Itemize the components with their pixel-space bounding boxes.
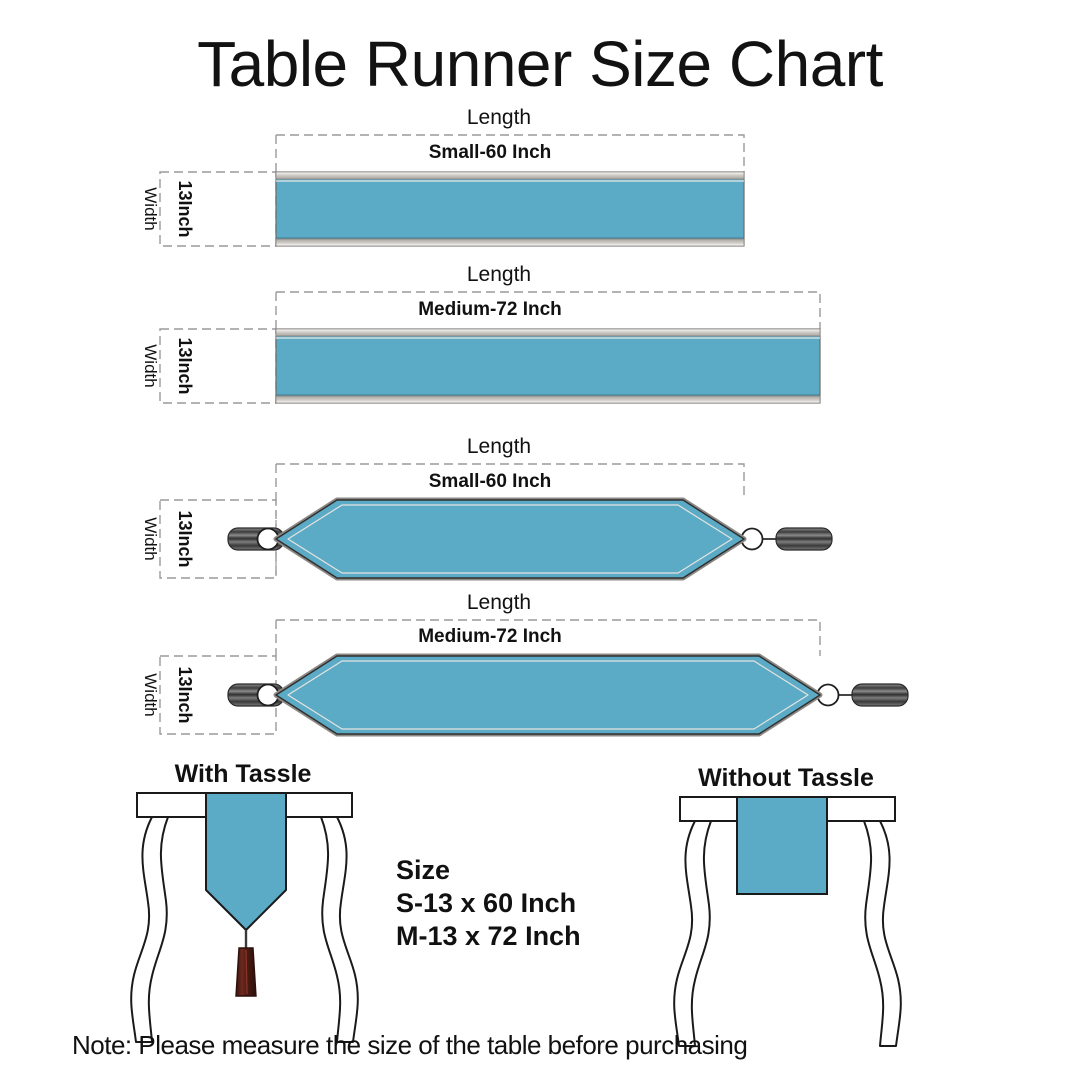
table-leg-right <box>320 816 359 1043</box>
width-label: Width <box>141 517 160 560</box>
size-label: Medium-72 Inch <box>418 299 562 320</box>
runner-hem-bottom <box>275 395 821 404</box>
runner-hem-top <box>275 328 821 337</box>
diagram-runner-medium-plain: Length Medium-72 Inch Width 13Inch <box>141 263 821 404</box>
runner-fabric <box>275 328 821 404</box>
runner-shape-pointed <box>273 497 747 581</box>
table-leg-right <box>863 820 902 1047</box>
width-label: Width <box>141 344 160 387</box>
draped-runner-pointed <box>205 792 287 931</box>
size-line-small: S-13 x 60 Inch <box>396 888 576 918</box>
tassel-bar <box>851 683 909 707</box>
draped-runner-flat <box>736 796 828 895</box>
runner-fabric <box>275 499 745 579</box>
size-info-block: Size S-13 x 60 Inch M-13 x 72 Inch <box>396 855 581 951</box>
footer-note: Note: Please measure the size of the tab… <box>72 1030 747 1060</box>
tassel-left <box>227 683 285 707</box>
diagram-runner-small-tassel: Length Small-60 Inch Width 13Inch <box>141 435 833 581</box>
diagram-runner-small-plain: Length Small-60 Inch Width 13Inch <box>141 106 745 247</box>
width-value-label: 13Inch <box>175 337 195 394</box>
runner-inner-stitch <box>287 504 733 574</box>
runner-fabric <box>275 655 821 735</box>
illustration-table-without-tassle: Without Tassle <box>673 764 902 1047</box>
table-leg-left <box>130 816 169 1043</box>
length-label: Length <box>467 591 531 614</box>
length-dimension-box <box>275 134 745 172</box>
size-line-medium: M-13 x 72 Inch <box>396 921 581 951</box>
length-dimension-box <box>275 463 745 500</box>
length-dimension-box <box>275 619 821 656</box>
runner-fabric <box>275 171 745 247</box>
width-value-label: 13Inch <box>175 180 195 237</box>
runner-hem-bottom <box>275 238 745 247</box>
size-label: Small-60 Inch <box>429 142 552 163</box>
without-tassle-caption: Without Tassle <box>698 764 874 792</box>
tassel-left <box>227 527 285 551</box>
diagram-runner-medium-tassel: Length Medium-72 Inch Width 13Inch <box>141 591 909 737</box>
tassel-right <box>740 527 833 551</box>
length-label: Length <box>467 263 531 286</box>
runner-hem-top <box>275 171 745 180</box>
width-dimension-box <box>159 655 277 735</box>
tassel-strand <box>245 949 248 995</box>
length-label: Length <box>467 106 531 129</box>
width-value-label: 13Inch <box>175 510 195 567</box>
width-label: Width <box>141 673 160 716</box>
size-label: Medium-72 Inch <box>418 626 562 647</box>
size-label: Small-60 Inch <box>429 471 552 492</box>
runner-shape-rectangle <box>275 171 745 247</box>
tassel-bar <box>775 527 833 551</box>
tassel-right <box>816 683 909 707</box>
width-label: Width <box>141 187 160 230</box>
length-dimension-box <box>275 291 821 329</box>
runner-inner-stitch <box>287 660 809 730</box>
table-leg-left <box>673 820 712 1047</box>
page-title: Table Runner Size Chart <box>197 28 883 100</box>
runner-shape-pointed <box>273 653 823 737</box>
length-label: Length <box>467 435 531 458</box>
size-heading: Size <box>396 855 450 885</box>
runner-shape-rectangle <box>275 328 821 404</box>
with-tassle-caption: With Tassle <box>175 760 312 788</box>
width-value-label: 13Inch <box>175 666 195 723</box>
width-dimension-box <box>159 499 277 579</box>
illustration-table-with-tassle: With Tassle <box>130 760 359 1043</box>
